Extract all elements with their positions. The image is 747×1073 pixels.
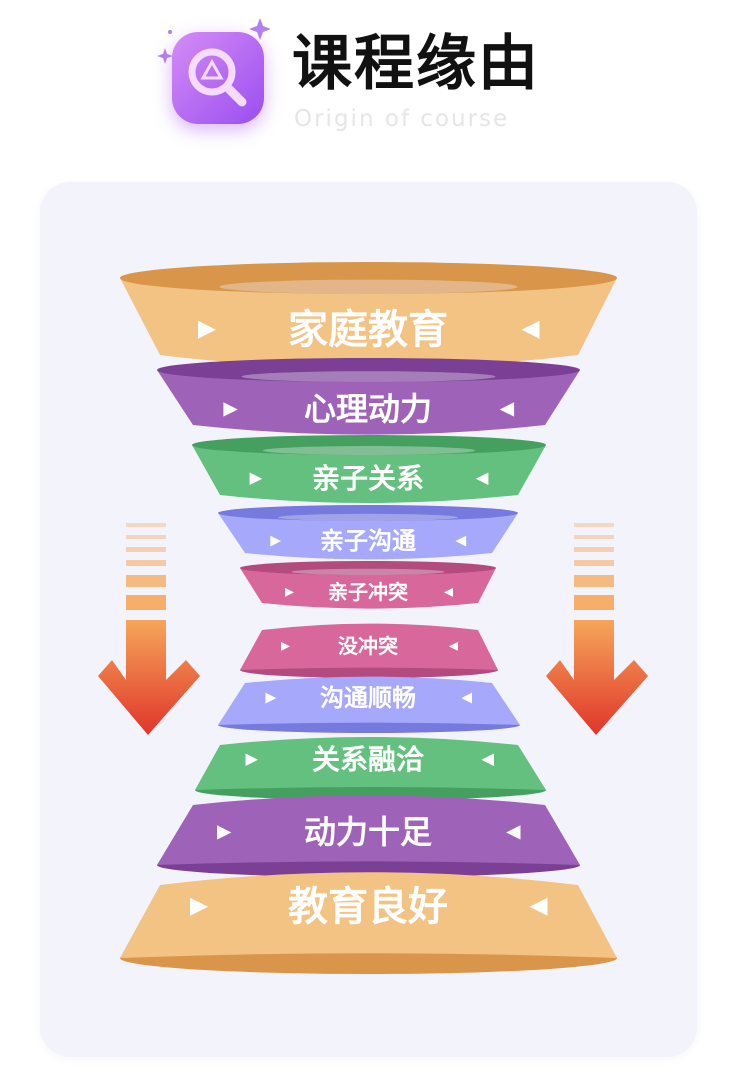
- band-label: 家庭教育: [288, 307, 448, 353]
- band-label: 沟通顺畅: [320, 684, 416, 712]
- page-title: 课程缘由: [292, 29, 540, 99]
- right-triangle-icon: [265, 692, 277, 704]
- band-label: 关系融洽: [312, 743, 425, 776]
- funnel-band-top-5: 亲子冲突: [240, 561, 496, 609]
- right-triangle-icon: [223, 402, 238, 417]
- left-triangle-icon: [461, 692, 472, 704]
- funnel-band-bottom-5: 教育良好: [120, 872, 617, 974]
- right-triangle-icon: [190, 897, 208, 916]
- right-triangle-icon: [249, 472, 263, 486]
- left-down-arrow-icon: [98, 523, 200, 735]
- band-label: 心理动力: [304, 390, 432, 428]
- right-triangle-icon: [285, 587, 294, 597]
- right-triangle-icon: [198, 320, 216, 339]
- left-triangle-icon: [444, 587, 453, 597]
- course-logo-magnifier-icon: [172, 32, 264, 124]
- left-triangle-icon: [521, 320, 540, 339]
- right-triangle-icon: [217, 825, 232, 840]
- funnel-band-bottom-4: 动力十足: [157, 795, 580, 877]
- funnel-band-top-4: 亲子沟通: [218, 505, 518, 560]
- left-triangle-icon: [449, 641, 458, 651]
- sparkle-icon: [157, 18, 270, 64]
- band-label: 没冲突: [338, 634, 398, 658]
- right-triangle-icon: [270, 535, 282, 547]
- right-triangle-icon: [245, 753, 259, 767]
- left-triangle-icon: [529, 897, 548, 916]
- right-triangle-icon: [281, 641, 290, 651]
- funnel-band-bottom-1: 没冲突: [240, 623, 498, 678]
- funnel-band-top-2: 心理动力: [157, 358, 580, 435]
- left-triangle-icon: [481, 753, 494, 767]
- funnel-band-top-1: 家庭教育: [120, 262, 617, 368]
- band-label: 亲子冲突: [328, 580, 408, 604]
- funnel-band-bottom-3: 关系融洽: [195, 737, 546, 800]
- page-subtitle: Origin of course: [294, 106, 510, 132]
- left-triangle-icon: [499, 402, 515, 417]
- left-triangle-icon: [455, 535, 467, 547]
- right-down-arrow-icon: [546, 523, 648, 735]
- band-label: 亲子沟通: [320, 527, 416, 555]
- funnel-band-bottom-2: 沟通顺畅: [218, 676, 520, 733]
- band-label: 亲子关系: [312, 462, 424, 495]
- band-label: 动力十足: [304, 813, 432, 851]
- left-triangle-icon: [475, 472, 489, 486]
- band-label: 教育良好: [288, 884, 448, 930]
- funnel-band-top-3: 亲子关系: [192, 435, 546, 503]
- left-triangle-icon: [506, 825, 521, 840]
